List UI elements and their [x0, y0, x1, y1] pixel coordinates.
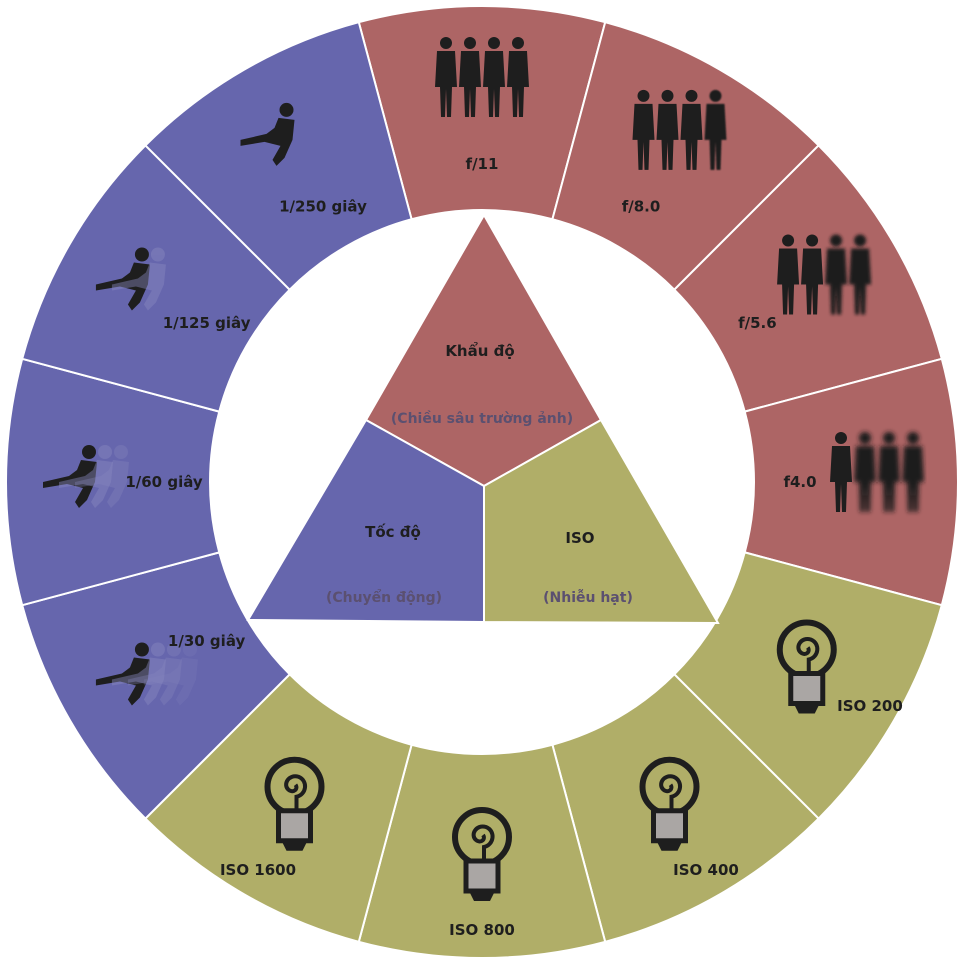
segment-label: ISO 200: [837, 697, 903, 715]
ring-segment-aperture: f/5.6: [672, 144, 944, 413]
kicker-icon: [95, 642, 198, 706]
lightbulb-icon: [264, 756, 325, 851]
people-icon: [632, 89, 727, 170]
lightbulb-icon: [776, 619, 837, 714]
ring-segment-shutter: 1/60 giây: [5, 357, 221, 607]
segment-label: f4.0: [783, 473, 816, 491]
people-icon: [435, 37, 529, 117]
segment-label: 1/30 giây: [168, 632, 246, 650]
aperture-title: Khẩu độ: [445, 341, 514, 360]
ring-segment-shutter: 1/250 giây: [144, 20, 413, 292]
iso-subtitle: (Nhiễu hạt): [543, 589, 633, 606]
ring-segment-iso: ISO 200: [672, 551, 944, 820]
shutter-subtitle: (Chuyển động): [326, 589, 442, 606]
segment-label: 1/250 giây: [279, 198, 367, 216]
segment-label: f/5.6: [738, 314, 777, 332]
segment-label: ISO 400: [673, 861, 739, 879]
triangle-iso-region: [483, 418, 720, 625]
lightbulb-icon: [452, 807, 512, 901]
kicker-icon: [240, 102, 295, 166]
shutter-title: Tốc độ: [365, 522, 421, 541]
segment-label: 1/60 giây: [125, 473, 203, 491]
segment-label: ISO 1600: [220, 861, 296, 879]
segment-label: f/11: [466, 155, 499, 173]
kicker-icon: [43, 445, 129, 508]
iso-title: ISO: [565, 529, 594, 547]
segment-label: f/8.0: [622, 198, 661, 216]
kicker-icon: [95, 247, 166, 311]
people-icon: [830, 432, 924, 512]
ring-segment-aperture: f/8.0: [551, 20, 820, 292]
ring-segment-aperture: f/11: [357, 5, 607, 221]
people-icon: [777, 234, 872, 315]
segment-label: ISO 800: [449, 921, 515, 939]
lightbulb-icon: [639, 756, 700, 851]
segment-label: 1/125 giây: [163, 314, 251, 332]
ring-segment-aperture: f4.0: [743, 357, 960, 607]
exposure-triangle: Khẩu độ (Chiều sâu trường ảnh) Tốc độ (C…: [246, 212, 720, 625]
aperture-subtitle: (Chiều sâu trường ảnh): [391, 410, 573, 427]
